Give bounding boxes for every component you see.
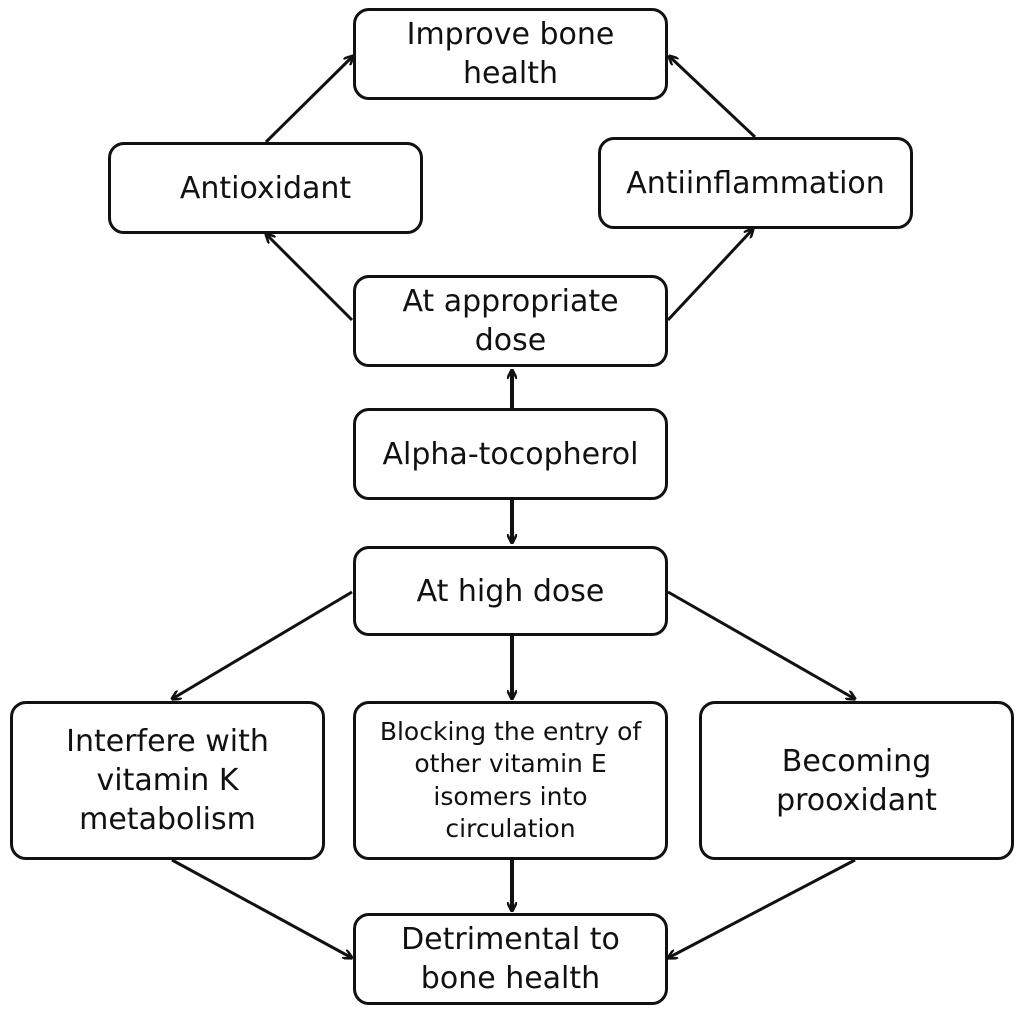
node-improve-bone-health-label: Improve bone health <box>406 17 615 91</box>
node-alpha-tocopherol: Alpha-tocopherol <box>353 408 668 500</box>
node-antioxidant: Antioxidant <box>108 142 423 234</box>
node-vitamin-k-label: Interfere with vitamin K metabolism <box>66 724 269 837</box>
node-prooxidant-label: Becoming prooxidant <box>776 743 937 818</box>
arrow-appropriate-dose-to-antiinflammation <box>666 229 753 322</box>
node-blocking-entry: Blocking the entry of other vitamin E is… <box>353 701 668 860</box>
arrow-antiinflammation-to-improve-bone-health <box>669 56 757 139</box>
node-vitamin-k: Interfere with vitamin K metabolism <box>10 701 325 860</box>
node-high-dose-label: At high dose <box>416 573 605 609</box>
node-improve-bone-health: Improve bone health <box>353 8 668 100</box>
arrow-antioxidant-to-improve-bone-health <box>264 56 353 144</box>
node-prooxidant: Becoming prooxidant <box>699 701 1014 860</box>
node-appropriate-dose: At appropriate dose <box>353 275 668 367</box>
arrow-prooxidant-to-detrimental <box>668 858 856 958</box>
node-blocking-entry-label: Blocking the entry of other vitamin E is… <box>379 716 642 844</box>
node-antiinflammation: Antiinflammation <box>598 137 913 229</box>
arrow-high-dose-to-vitamin-k <box>172 590 353 699</box>
arrow-vitamin-k-to-detrimental <box>171 858 352 958</box>
node-antioxidant-label: Antioxidant <box>179 170 352 206</box>
node-detrimental: Detrimental to bone health <box>353 913 668 1005</box>
node-antiinflammation-label: Antiinflammation <box>626 165 885 201</box>
node-alpha-tocopherol-label: Alpha-tocopherol <box>382 436 639 472</box>
arrow-high-dose-to-prooxidant <box>667 590 855 699</box>
arrow-appropriate-dose-to-antioxidant <box>266 234 354 322</box>
node-high-dose: At high dose <box>353 546 668 636</box>
node-detrimental-label: Detrimental to bone health <box>401 922 620 996</box>
node-appropriate-dose-label: At appropriate dose <box>402 284 619 358</box>
